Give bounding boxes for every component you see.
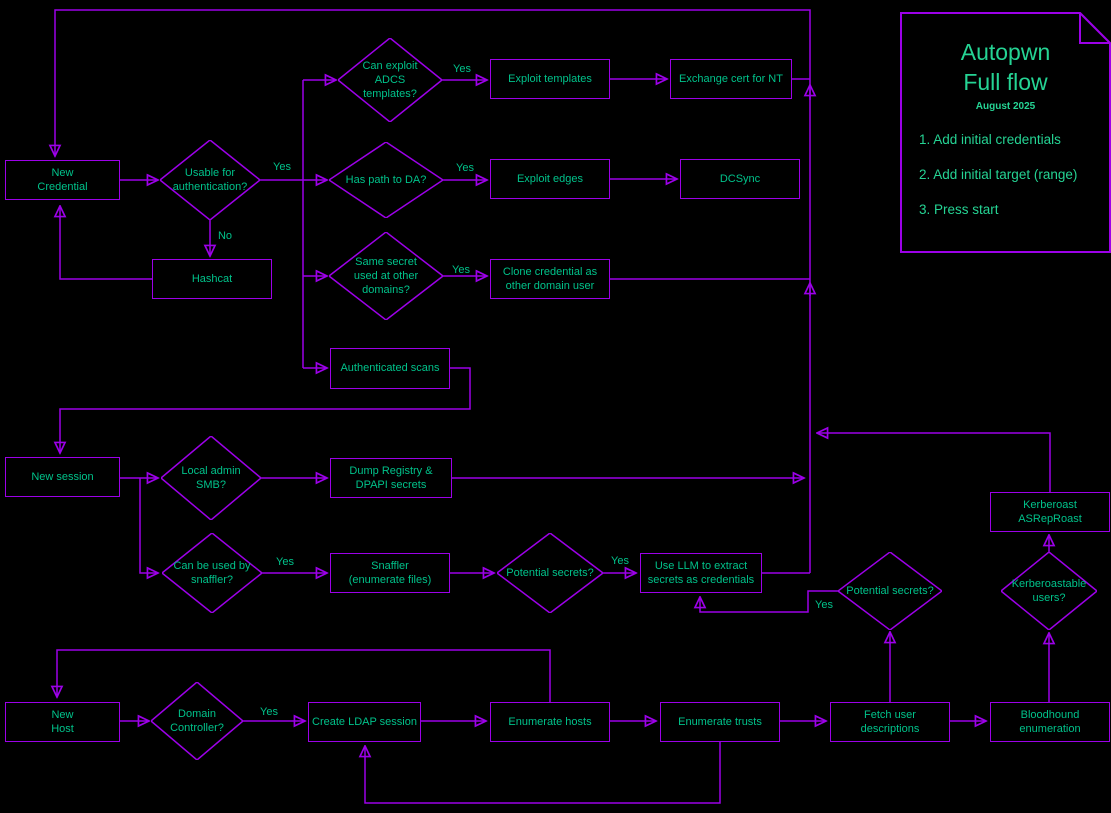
node-hashcat-label: Hashcat (191, 272, 233, 285)
note-shape (900, 12, 1111, 253)
node-kerberoast: Kerberoast ASRepRoast (990, 492, 1110, 532)
diamond-shape (160, 140, 260, 220)
node-exploit-edges: Exploit edges (490, 159, 610, 199)
node-adcs-label: Can exploit ADCS templates? (362, 59, 418, 101)
edge-hashcat-newcred (60, 207, 152, 280)
node-snaffler: Snaffler (enumerate files) (330, 553, 450, 593)
node-same-secret-label: Same secret used at other domains? (353, 255, 419, 297)
node-exploit-templates: Exploit templates (490, 59, 610, 99)
diamond-shape (838, 552, 942, 630)
diamond-shape (329, 232, 443, 320)
node-potential-secrets-2: Potential secrets? (838, 552, 942, 630)
node-use-llm: Use LLM to extract secrets as credential… (640, 553, 762, 593)
node-bloodhound-label: Bloodhound enumeration (1019, 708, 1081, 735)
edge-label-yes-potential1: Yes (611, 555, 629, 567)
node-new-host-label: New Host (51, 708, 74, 735)
node-local-admin: Local admin SMB? (161, 436, 261, 520)
node-adcs: Can exploit ADCS templates? (338, 38, 442, 122)
node-snaffler-question: Can be used by snaffler? (162, 533, 262, 613)
node-snaffler-label: Snaffler (enumerate files) (348, 559, 432, 586)
node-new-session-label: New session (31, 470, 94, 483)
node-exchange-cert: Exchange cert for NT (670, 59, 792, 99)
note-step-2: 2. Add initial target (range) (919, 166, 1078, 182)
node-enumerate-trusts-label: Enumerate trusts (678, 715, 762, 728)
node-snaffler-question-label: Can be used by snaffler? (173, 559, 251, 586)
node-hashcat: Hashcat (152, 259, 272, 299)
edge-kerberoast-riser (818, 433, 1051, 492)
node-clone-credential: Clone credential as other domain user (490, 259, 610, 299)
node-usable-auth: Usable for authentication? (160, 140, 260, 220)
edge-label-yes-samesecret: Yes (452, 264, 470, 276)
edge-enumhosts-newhost (57, 649, 551, 702)
node-potential-secrets-1: Potential secrets? (497, 533, 603, 613)
diamond-shape (162, 533, 262, 613)
node-path-da: Has path to DA? (329, 142, 443, 218)
node-same-secret: Same secret used at other domains? (329, 232, 443, 320)
node-dcsync-label: DCSync (719, 172, 761, 185)
node-potential-secrets-1-label: Potential secrets? (506, 566, 594, 579)
node-fetch-user-descriptions: Fetch user descriptions (830, 702, 950, 742)
node-clone-credential-label: Clone credential as other domain user (502, 265, 598, 292)
node-new-host: New Host (5, 702, 120, 742)
edge-label-yes-pathda: Yes (456, 162, 474, 174)
edge-newsession-snafflerq (139, 478, 157, 573)
edge-pot2-usellm (700, 590, 838, 613)
node-bloodhound: Bloodhound enumeration (990, 702, 1110, 742)
note-steps: 1. Add initial credentials 2. Add initia… (900, 112, 1111, 217)
diamond-shape (1001, 552, 1097, 630)
note-title-line2: Full flow (963, 68, 1048, 95)
node-dump-registry: Dump Registry & DPAPI secrets (330, 458, 452, 498)
node-kerberoastable: Kerberoastable users? (1001, 552, 1097, 630)
node-create-ldap: Create LDAP session (308, 702, 421, 742)
edge-label-no-usable: No (217, 230, 233, 242)
node-authenticated-scans-label: Authenticated scans (340, 362, 440, 375)
node-use-llm-label: Use LLM to extract secrets as credential… (647, 559, 755, 586)
node-enumerate-trusts: Enumerate trusts (660, 702, 780, 742)
node-exploit-templates-label: Exploit templates (508, 72, 592, 85)
edge-trusts-ldap-loop (365, 742, 721, 804)
node-new-credential-label: New Credential (37, 166, 88, 193)
node-exploit-edges-label: Exploit edges (516, 172, 584, 185)
node-potential-secrets-2-label: Potential secrets? (846, 584, 934, 597)
node-authenticated-scans: Authenticated scans (330, 348, 450, 389)
edge-label-yes-usable: Yes (273, 161, 291, 173)
node-usable-auth-label: Usable for authentication? (172, 166, 248, 193)
node-kerberoastable-label: Kerberoastable users? (1011, 577, 1087, 604)
diamond-shape (329, 142, 443, 218)
diamond-shape (497, 533, 603, 613)
note-step-3: 3. Press start (919, 201, 999, 217)
edge-label-yes-potential2: Yes (815, 599, 833, 611)
diamond-shape (338, 38, 442, 122)
node-local-admin-label: Local admin SMB? (181, 464, 241, 491)
edge-scans-newsession (60, 367, 471, 452)
node-kerberoast-label: Kerberoast ASRepRoast (1018, 498, 1082, 525)
node-domain-controller-label: Domain Controller? (170, 707, 224, 734)
diamond-shape (151, 682, 243, 760)
diamond-shape (161, 436, 261, 520)
node-new-credential: New Credential (5, 160, 120, 200)
edge-label-yes-snaffler: Yes (276, 556, 294, 568)
edge-label-yes-dc: Yes (260, 706, 278, 718)
node-new-session: New session (5, 457, 120, 497)
node-enumerate-hosts-label: Enumerate hosts (508, 715, 592, 728)
node-domain-controller: Domain Controller? (151, 682, 243, 760)
node-enumerate-hosts: Enumerate hosts (490, 702, 610, 742)
note-fold-icon (1079, 12, 1111, 44)
note-title-line1: Autopwn (960, 39, 1051, 65)
note-subtitle: August 2025 (975, 100, 1036, 112)
node-create-ldap-label: Create LDAP session (312, 715, 417, 728)
node-dump-registry-label: Dump Registry & DPAPI secrets (349, 464, 433, 491)
edge-label-yes-adcs: Yes (453, 63, 471, 75)
node-dcsync: DCSync (680, 159, 800, 199)
note-step-1: 1. Add initial credentials (919, 131, 1061, 147)
node-path-da-label: Has path to DA? (345, 173, 427, 186)
node-exchange-cert-label: Exchange cert for NT (679, 72, 783, 85)
node-fetch-user-descriptions-label: Fetch user descriptions (860, 708, 920, 735)
